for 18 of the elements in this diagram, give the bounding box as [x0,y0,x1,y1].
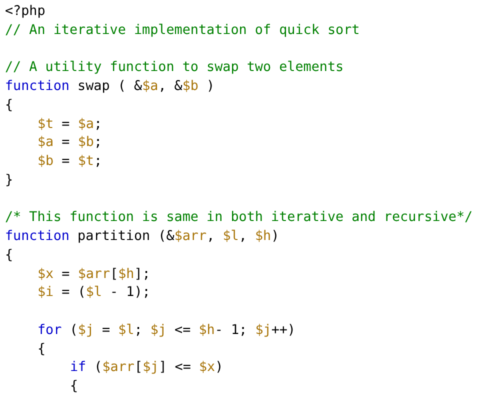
code-line: for ($j = $l; $j <= $h- 1; $j++) [38,322,296,340]
code-line: $a = $b; [38,134,102,152]
code-line: } [5,172,14,190]
code-line: if ($arr[$j] <= $x) [70,359,224,378]
code-line: function swap ( &$a, &$b ) [5,78,215,96]
code-line: { [70,378,78,396]
code-line: $i = ($l - 1); [38,284,150,302]
code-comment: /* This function is same in both iterative and recursive*/ [5,209,473,228]
code-line: $b = $t; [38,153,102,171]
code-line: { [38,340,46,358]
code-line: { [5,246,14,265]
code-line: $x = $arr[$h]; [38,266,150,284]
code-line: <?php [5,3,46,21]
code-line: $t = $a; [38,116,102,134]
code-line: { [5,96,14,115]
code-comment: // An iterative implementation of quick sort [5,22,360,40]
code-line: function partition (&$arr, $l, $h) [5,228,280,246]
code-comment: // A utility function to swap two elements [5,59,344,78]
